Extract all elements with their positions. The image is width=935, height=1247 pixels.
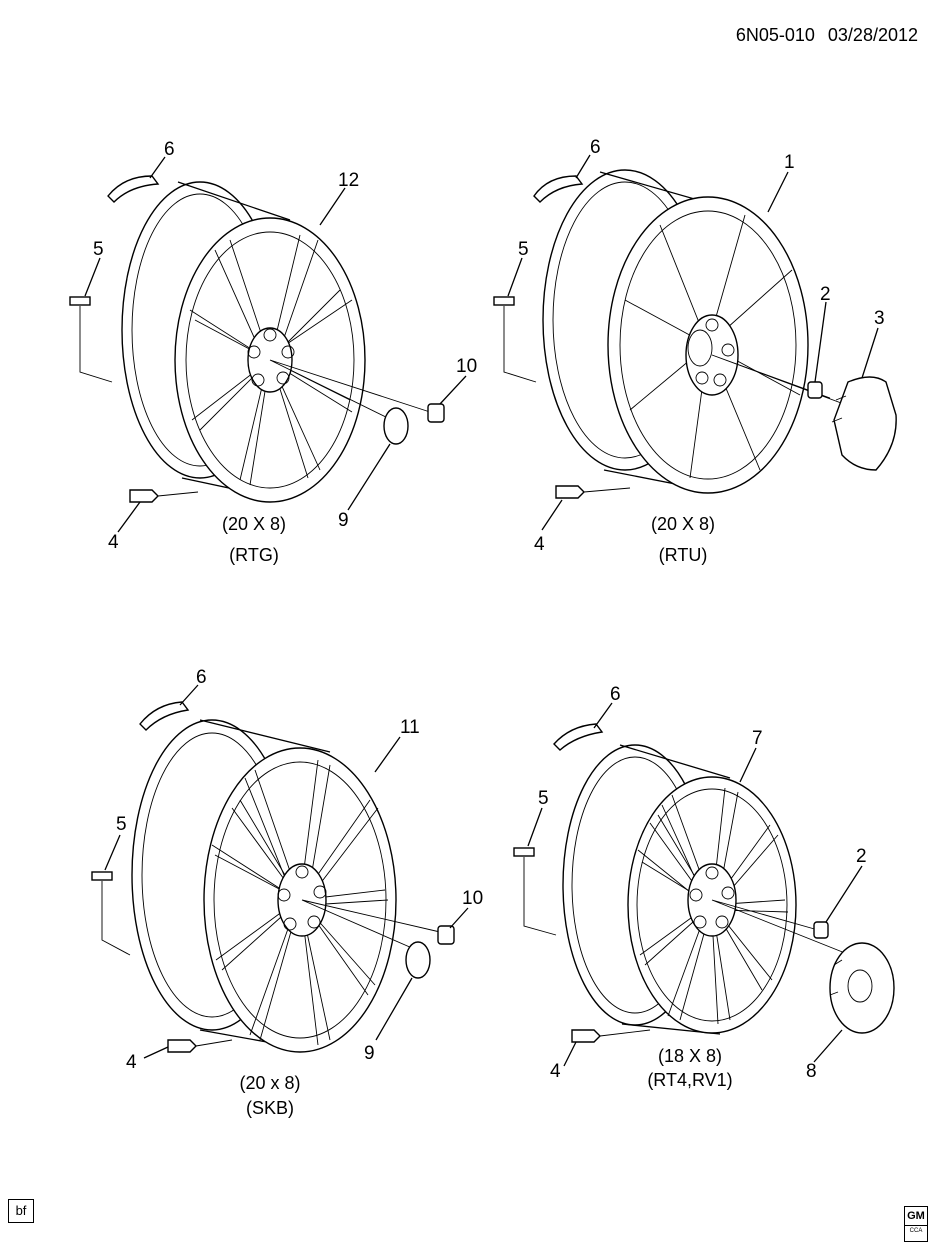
callout: 8 xyxy=(806,1061,817,1082)
balance-weight-6 xyxy=(533,175,584,203)
wheel-size-caption: (20 X 8) xyxy=(222,514,286,534)
wheel-size-caption: (20 x 8) xyxy=(239,1073,300,1093)
logo-text: GM xyxy=(907,1210,925,1222)
rpo-code-caption: (RTU) xyxy=(659,545,708,565)
callout: 2 xyxy=(856,846,867,867)
callout: 4 xyxy=(108,532,119,553)
callout: 6 xyxy=(164,139,175,160)
rpo-code-caption: (RT4,RV1) xyxy=(647,1070,732,1090)
balance-weight-6 xyxy=(107,175,160,203)
callout: 4 xyxy=(126,1052,137,1073)
drawing-id: 6N05-010 xyxy=(736,25,815,45)
callout: 5 xyxy=(518,239,529,260)
gm-logo: GM CCA xyxy=(904,1206,928,1242)
callout: 3 xyxy=(874,308,885,329)
callout: 10 xyxy=(456,356,477,377)
center-cap-8 xyxy=(829,942,895,1034)
callout: 10 xyxy=(462,888,483,909)
wheel-size-caption: (20 X 8) xyxy=(651,514,715,534)
logo-subtext: CCA xyxy=(905,1225,927,1236)
callout: 2 xyxy=(820,284,831,305)
callout: 11 xyxy=(400,717,420,738)
tpms-sensor-4 xyxy=(571,1029,601,1043)
footer-tag: bf xyxy=(8,1199,34,1223)
tpms-sensor-4 xyxy=(167,1039,197,1053)
weight-5 xyxy=(493,296,515,306)
center-cap-9 xyxy=(383,407,409,445)
wheel-assembly-rt4-rv1: 6 7 5 2 4 8 (18 X 8) (RT4,RV1) xyxy=(513,684,895,1090)
center-cap-3 xyxy=(833,376,897,471)
callout: 9 xyxy=(338,510,349,531)
drawing-date: 03/28/2012 xyxy=(828,25,918,45)
weight-5 xyxy=(91,871,113,881)
rpo-code-caption: (RTG) xyxy=(229,545,279,565)
callout: 4 xyxy=(550,1061,561,1082)
lug-nut-2 xyxy=(813,921,829,939)
balance-weight-6 xyxy=(553,723,604,751)
wheel-assembly-rtu: 6 1 5 2 3 4 (20 X 8) (RTU) xyxy=(493,137,897,565)
callout: 5 xyxy=(116,814,127,835)
callout: 1 xyxy=(784,152,795,173)
callout: 6 xyxy=(610,684,621,705)
tpms-sensor-4 xyxy=(555,485,585,499)
lug-nut-10 xyxy=(427,403,445,423)
callout: 4 xyxy=(534,534,545,555)
lug-nut-2 xyxy=(807,381,823,399)
callout: 5 xyxy=(93,239,104,260)
wheel-spokes xyxy=(637,787,789,1025)
balance-weight-6 xyxy=(139,701,190,731)
wheel-size-caption: (18 X 8) xyxy=(658,1046,722,1066)
rpo-code-caption: (SKB) xyxy=(246,1098,294,1118)
lug-nut-10 xyxy=(437,925,455,945)
wheel-assembly-skb: 6 11 5 10 9 4 (20 x 8) (SKB) xyxy=(91,667,483,1118)
center-cap-9 xyxy=(405,941,431,979)
callout: 9 xyxy=(364,1043,375,1064)
tpms-sensor-4 xyxy=(129,489,159,503)
callout: 6 xyxy=(590,137,601,158)
callout: 6 xyxy=(196,667,207,688)
weight-5 xyxy=(69,296,91,306)
weight-5 xyxy=(513,847,535,857)
callout: 12 xyxy=(338,170,359,191)
header-id: 6N05-010 03/28/2012 xyxy=(736,25,918,45)
callout: 5 xyxy=(538,788,549,809)
callout: 7 xyxy=(752,728,763,749)
wheel-spokes xyxy=(211,759,389,1046)
wheel-assembly-rtg: 6 12 5 10 9 4 (20 X 8) (RTG) xyxy=(69,139,477,565)
